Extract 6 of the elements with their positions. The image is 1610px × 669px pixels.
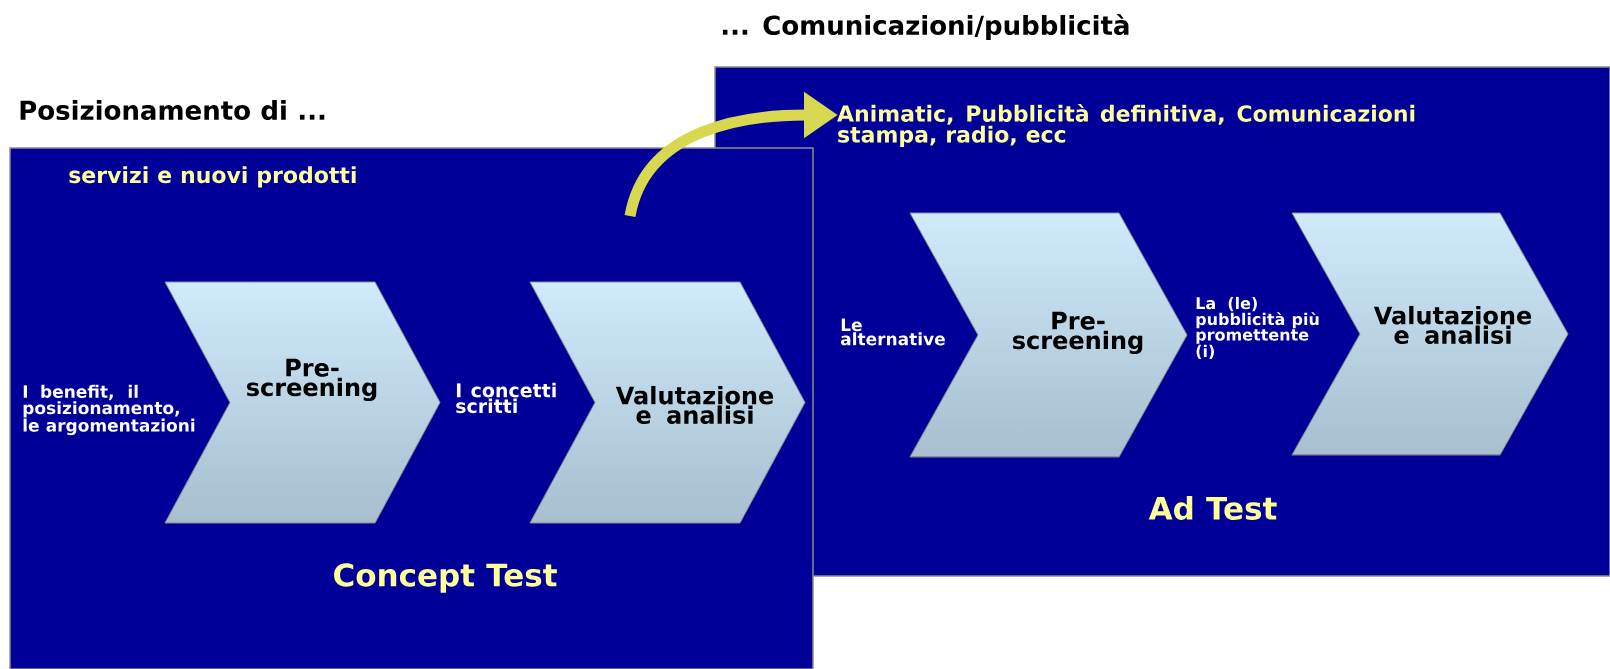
panel-subtitle: servizi e nuovi prodotti (69, 166, 356, 188)
stage-title: Ad Test (1148, 496, 1277, 520)
panel-subtitle: Animatic, Pubblicità definitiva, Comunicazioni stampa, radio, ecc (837, 104, 1415, 147)
stage-title: Concept Test (334, 563, 557, 593)
panel-heading: ... Comunicazioni/pubblicità (722, 13, 1129, 41)
panel-heading: Posizionamento di ... (20, 99, 325, 121)
